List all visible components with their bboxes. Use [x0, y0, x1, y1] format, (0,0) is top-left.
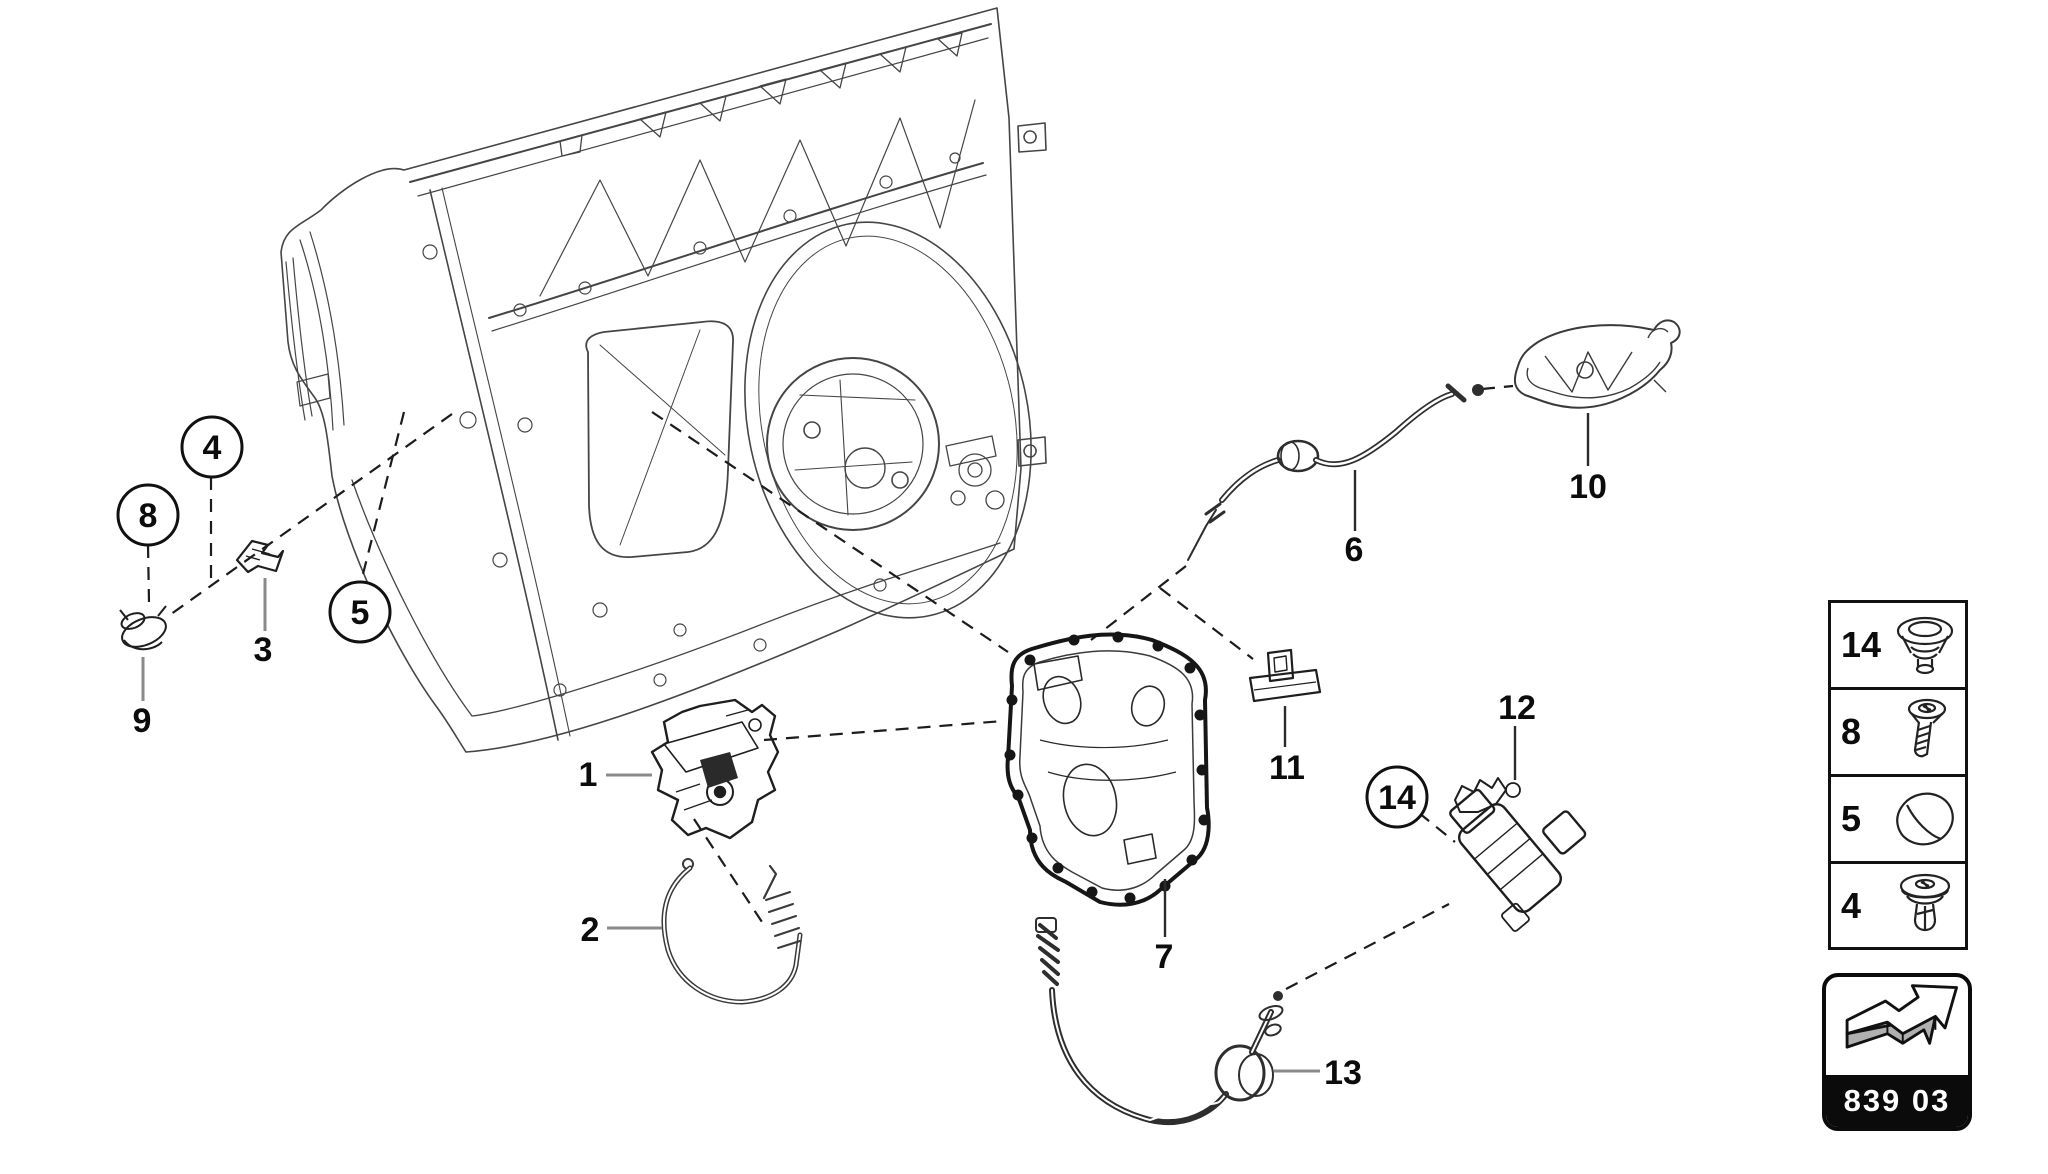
- badge-arrow-area: [1826, 977, 1968, 1075]
- callouts: 1 2 3 6 7 9 10 11 12 13 4 8 5 14: [116, 415, 1607, 1092]
- callout-14[interactable]: 14: [1365, 765, 1429, 829]
- callout-4[interactable]: 4: [180, 415, 244, 479]
- dashed-link-cable6-to-part10: [1481, 384, 1514, 391]
- legend-row-4[interactable]: 4: [1831, 864, 1965, 948]
- cover-cap-icon: [1896, 792, 1954, 846]
- callout-8[interactable]: 8: [116, 483, 180, 547]
- legend-label-14: 14: [1841, 624, 1882, 665]
- svg-text:5: 5: [351, 594, 370, 632]
- section-code: 839 03: [1826, 1075, 1968, 1127]
- part-3-clip-drawing: [235, 539, 285, 574]
- legend-label-4: 4: [1841, 885, 1862, 926]
- callout-9[interactable]: 9: [133, 702, 152, 740]
- legend-row-8[interactable]: 8: [1831, 690, 1965, 777]
- grommet-nut-icon: [1896, 616, 1954, 675]
- dashed-link-door-to-part9: [166, 413, 453, 618]
- part-2-cable-drawing: [661, 858, 803, 1005]
- callout-13[interactable]: 13: [1324, 1054, 1362, 1092]
- svg-text:8: 8: [139, 497, 158, 535]
- top-rail-gussets: [559, 32, 963, 157]
- callout-10[interactable]: 10: [1569, 468, 1607, 506]
- part-12-actuator-drawing: [1449, 777, 1587, 932]
- dashed-link-part1-to-part7: [763, 719, 1004, 742]
- callout-3[interactable]: 3: [254, 631, 273, 669]
- speaker-cutout: [766, 357, 940, 531]
- leader-lines: [141, 413, 1590, 1073]
- part-9-grommet-drawing: [119, 605, 167, 651]
- plate-inner-details: [1033, 655, 1177, 865]
- part-7-carrier-plate-drawing: [1004, 631, 1211, 907]
- window-belt-line: [488, 162, 984, 319]
- callout-2[interactable]: 2: [581, 911, 600, 949]
- dashed-link-part1-to-part2: [693, 818, 763, 923]
- dashed-link-door-to-part7: [651, 411, 1009, 653]
- dashed-link-callout8: [146, 544, 151, 604]
- bolt-heads: [422, 152, 961, 697]
- callout-7[interactable]: 7: [1155, 938, 1174, 976]
- dashed-link-part13-to-part12: [1285, 903, 1450, 990]
- legend-label-5: 5: [1841, 798, 1862, 839]
- part-1-door-lock-drawing: [650, 698, 780, 840]
- dashed-link-callout14-to-part12: [1418, 812, 1456, 843]
- svg-text:14: 14: [1378, 779, 1416, 817]
- plate-rivet-holes: [1004, 631, 1210, 904]
- dashed-link-door-to-callout5: [360, 411, 406, 579]
- legend-row-14[interactable]: 14: [1831, 603, 1965, 690]
- inner-panel-cutout: [585, 320, 734, 558]
- screw-icon: [1907, 698, 1947, 758]
- legend-row-5[interactable]: 5: [1831, 777, 1965, 864]
- section-badge[interactable]: 839 03: [1822, 973, 1972, 1131]
- part-10-handle-drawing: [1513, 319, 1681, 409]
- callout-1[interactable]: 1: [579, 756, 598, 794]
- dashed-link-cable6-to-part7: [1090, 565, 1187, 641]
- window-frame-trusses: [539, 99, 976, 297]
- callout-6[interactable]: 6: [1345, 531, 1364, 569]
- direction-arrow-icon: [1845, 984, 1958, 1049]
- door-hinge-bracket-top: [1017, 122, 1047, 153]
- callout-12[interactable]: 12: [1498, 689, 1536, 727]
- front-pillar-details: [285, 231, 345, 431]
- door-hinge-bracket-bottom: [1017, 436, 1047, 467]
- door-illustration: [280, 7, 1047, 753]
- dashed-link-to-part11: [1159, 587, 1254, 660]
- fastener-legend: 14 8 5: [1828, 600, 1968, 950]
- callout-5[interactable]: 5: [328, 580, 392, 644]
- part-6-cable-drawing: [1187, 383, 1484, 561]
- expanding-rivet-icon: [1899, 873, 1951, 932]
- callout-11[interactable]: 11: [1269, 749, 1305, 787]
- legend-label-8: 8: [1841, 711, 1862, 752]
- part-13-cable-drawing: [1035, 917, 1284, 1126]
- assembly-dashed-lines: [146, 384, 1514, 990]
- door-lock-area-details: [945, 435, 1005, 510]
- svg-text:4: 4: [203, 429, 222, 467]
- part-11-bracket-drawing: [1248, 648, 1322, 703]
